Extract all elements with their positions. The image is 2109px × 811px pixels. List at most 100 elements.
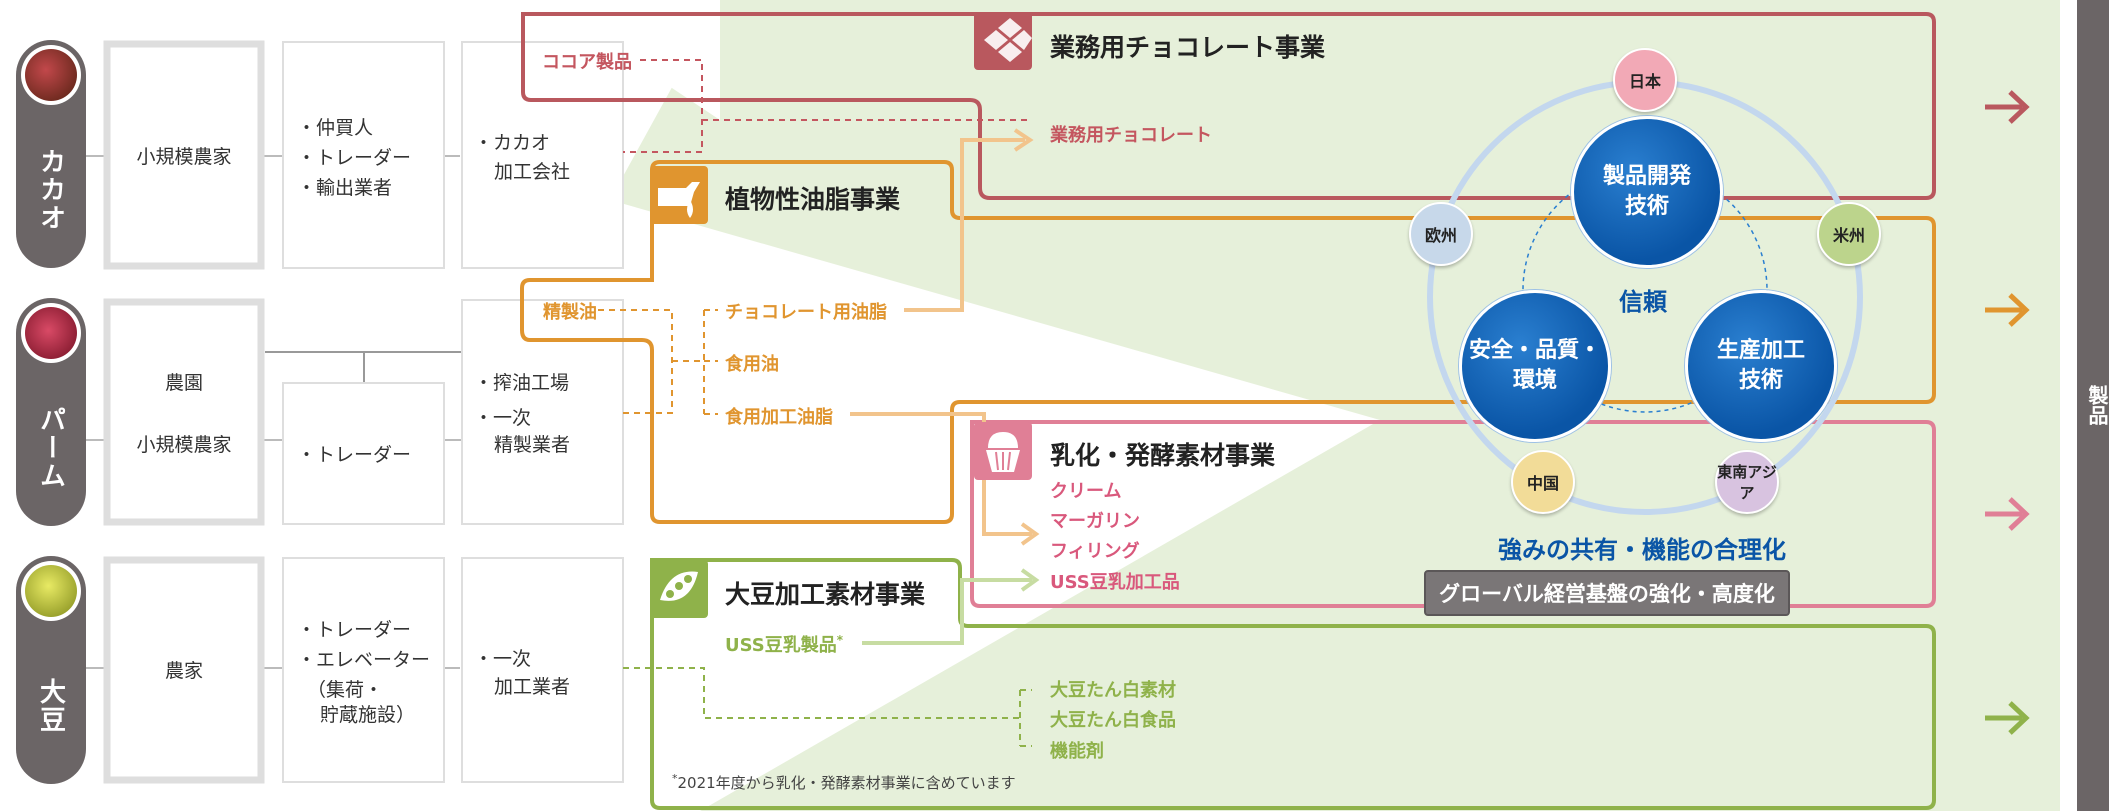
palm-col1-bottom: 小規模農家 <box>136 434 232 456</box>
cooking-oil-label: 食用油 <box>725 354 779 375</box>
hub-caption: 強みの共有・機能の合理化 <box>1498 536 1786 564</box>
refined-oil-label: 精製油 <box>543 302 597 323</box>
cacao-col1-box <box>103 40 265 270</box>
soy-milk-to-dairy-flow <box>862 578 1032 645</box>
cocoa-products-label: ココア製品 <box>542 52 632 73</box>
footnote: *2021年度から乳化・発酵素材事業に含めています <box>672 772 1016 793</box>
cacao-pod-image <box>21 45 81 105</box>
vegetable-oil-business-outline <box>520 160 1936 524</box>
oil-branch-dashed <box>672 309 718 415</box>
soy-output-arrow <box>1985 701 2030 735</box>
soy-product-protein-food: 大豆たん白食品 <box>1050 710 1176 731</box>
cacao-col2-line2: ・トレーダー <box>297 147 412 169</box>
palm-col3-line1: ・搾油工場 <box>474 372 570 394</box>
cacao-pill: カカオ <box>16 40 86 268</box>
region-china: 中国 <box>1511 450 1575 514</box>
chocolate-business-outline <box>521 12 1936 200</box>
oil-output-arrow <box>1985 293 2030 327</box>
soy-business-outline <box>650 558 1936 810</box>
green-background-left <box>600 0 720 120</box>
region-americas: 米州 <box>1817 202 1881 266</box>
soy-business-title: 大豆加工素材事業 <box>725 580 926 609</box>
cacao-label: カカオ <box>35 148 66 232</box>
cupcake-icon <box>974 422 1032 480</box>
pillar-product-development-line2: 技術 <box>1624 194 1669 219</box>
hub-banner: グローバル経営基盤の強化・高度化 <box>1424 570 1790 616</box>
dairy-product-margarine: マーガリン <box>1050 511 1140 532</box>
dairy-product-filling: フィリング <box>1050 541 1140 562</box>
chocolate-oil-label: チョコレート用油脂 <box>725 302 887 323</box>
palm-col2-box <box>282 382 445 525</box>
uss-soy-milk-label: USS豆乳製品* <box>725 631 843 657</box>
soy-col2-line2: ・エレベーター <box>297 649 431 671</box>
palm-col1-top: 農園 <box>164 372 203 394</box>
soy-pill: 大豆 <box>16 556 86 784</box>
footnote-mark: * <box>672 772 678 785</box>
business-chocolate-product: 業務用チョコレート <box>1050 125 1212 146</box>
soy-col2-line4: 貯蔵施設） <box>320 704 416 726</box>
region-europe: 欧州 <box>1409 202 1473 266</box>
chocolate-output-arrow <box>1985 90 2030 124</box>
cacao-col1-text: 小規模農家 <box>136 146 232 168</box>
chocolate-oil-to-chocolate-flow <box>904 138 1025 312</box>
dairy-output-arrow <box>1985 497 2030 531</box>
cacao-col2-line3: ・輸出業者 <box>297 177 393 199</box>
soy-col3-box <box>461 557 624 783</box>
soy-col3-line1: ・一次 <box>474 648 532 670</box>
footnote-text: 2021年度から乳化・発酵素材事業に含めています <box>677 774 1016 792</box>
soy-product-protein-material: 大豆たん白素材 <box>1050 680 1176 701</box>
dairy-product-cream: クリーム <box>1050 481 1122 502</box>
pillar-production-line2: 技術 <box>1738 368 1783 393</box>
soy-milk-arrowhead <box>1020 568 1040 592</box>
cacao-col3-line1: ・カカオ <box>474 132 551 154</box>
palm-col3-line2: ・一次 <box>474 407 532 429</box>
palm-fruit-image <box>21 303 81 363</box>
pillar-product-development-line1: 製品開発 <box>1602 164 1691 189</box>
cacao-col2-line1: ・仲買人 <box>297 117 374 139</box>
chocolate-oil-arrowhead <box>1013 128 1034 152</box>
pillar-safety-line1: 安全・品質・ <box>1468 338 1601 363</box>
pillar-production-processing: 生産加工技術 <box>1685 290 1837 442</box>
pillar-production-line1: 生産加工 <box>1716 338 1805 363</box>
palm-pill: パーム <box>16 298 86 526</box>
processed-oil-label: 食用加工油脂 <box>725 407 833 428</box>
hub-banner-text: グローバル経営基盤の強化・高度化 <box>1439 582 1775 606</box>
processed-oil-arrowhead <box>1020 522 1040 546</box>
palm-label: パーム <box>35 406 66 490</box>
chocolate-business-title: 業務用チョコレート事業 <box>1050 33 1326 62</box>
right-edge-label: 製品 <box>2085 385 2109 425</box>
soybean-icon <box>650 560 708 618</box>
soy-col1-text: 農家 <box>164 660 203 682</box>
right-edge-bar: 製品 <box>2077 0 2109 811</box>
soy-col2-line3: （集荷・ <box>307 679 384 701</box>
pillar-product-development: 製品開発技術 <box>1571 116 1723 268</box>
region-southeast-asia: 東南アジア <box>1715 450 1779 514</box>
palm-col3-line3: 精製業者 <box>494 434 571 456</box>
dairy-business-title: 乳化・発酵素材事業 <box>1050 441 1276 470</box>
cacao-col3-box <box>461 41 624 269</box>
cacao-col3-line2: 加工会社 <box>494 161 571 183</box>
soy-label: 大豆 <box>35 678 66 734</box>
dairy-business-outline <box>970 420 1936 608</box>
soybean-pod-image <box>21 561 81 621</box>
soy-dashed-flow <box>623 667 1032 747</box>
oil-drop-icon <box>650 166 708 224</box>
soy-col2-line1: ・トレーダー <box>297 619 412 641</box>
soy-col3-line2: 加工業者 <box>494 676 571 698</box>
uss-soy-milk-mark: * <box>836 633 844 647</box>
pillar-safety-line2: 環境 <box>1512 368 1557 393</box>
dairy-product-uss-soy-milk: USS豆乳加工品 <box>1050 572 1180 593</box>
supply-chain-boxes <box>85 40 624 784</box>
cacao-col2-box <box>282 41 445 269</box>
pillar-safety-quality-environment: 安全・品質・環境 <box>1459 290 1611 442</box>
hub-center-trust: 信頼 <box>1619 288 1667 316</box>
soy-col1-box <box>103 556 265 784</box>
vegetable-oil-business-title: 植物性油脂事業 <box>725 185 901 214</box>
palm-col1-box <box>103 298 265 526</box>
soy-col2-box <box>282 557 445 783</box>
region-japan: 日本 <box>1613 48 1677 112</box>
soy-product-functional-agent: 機能剤 <box>1050 741 1104 762</box>
